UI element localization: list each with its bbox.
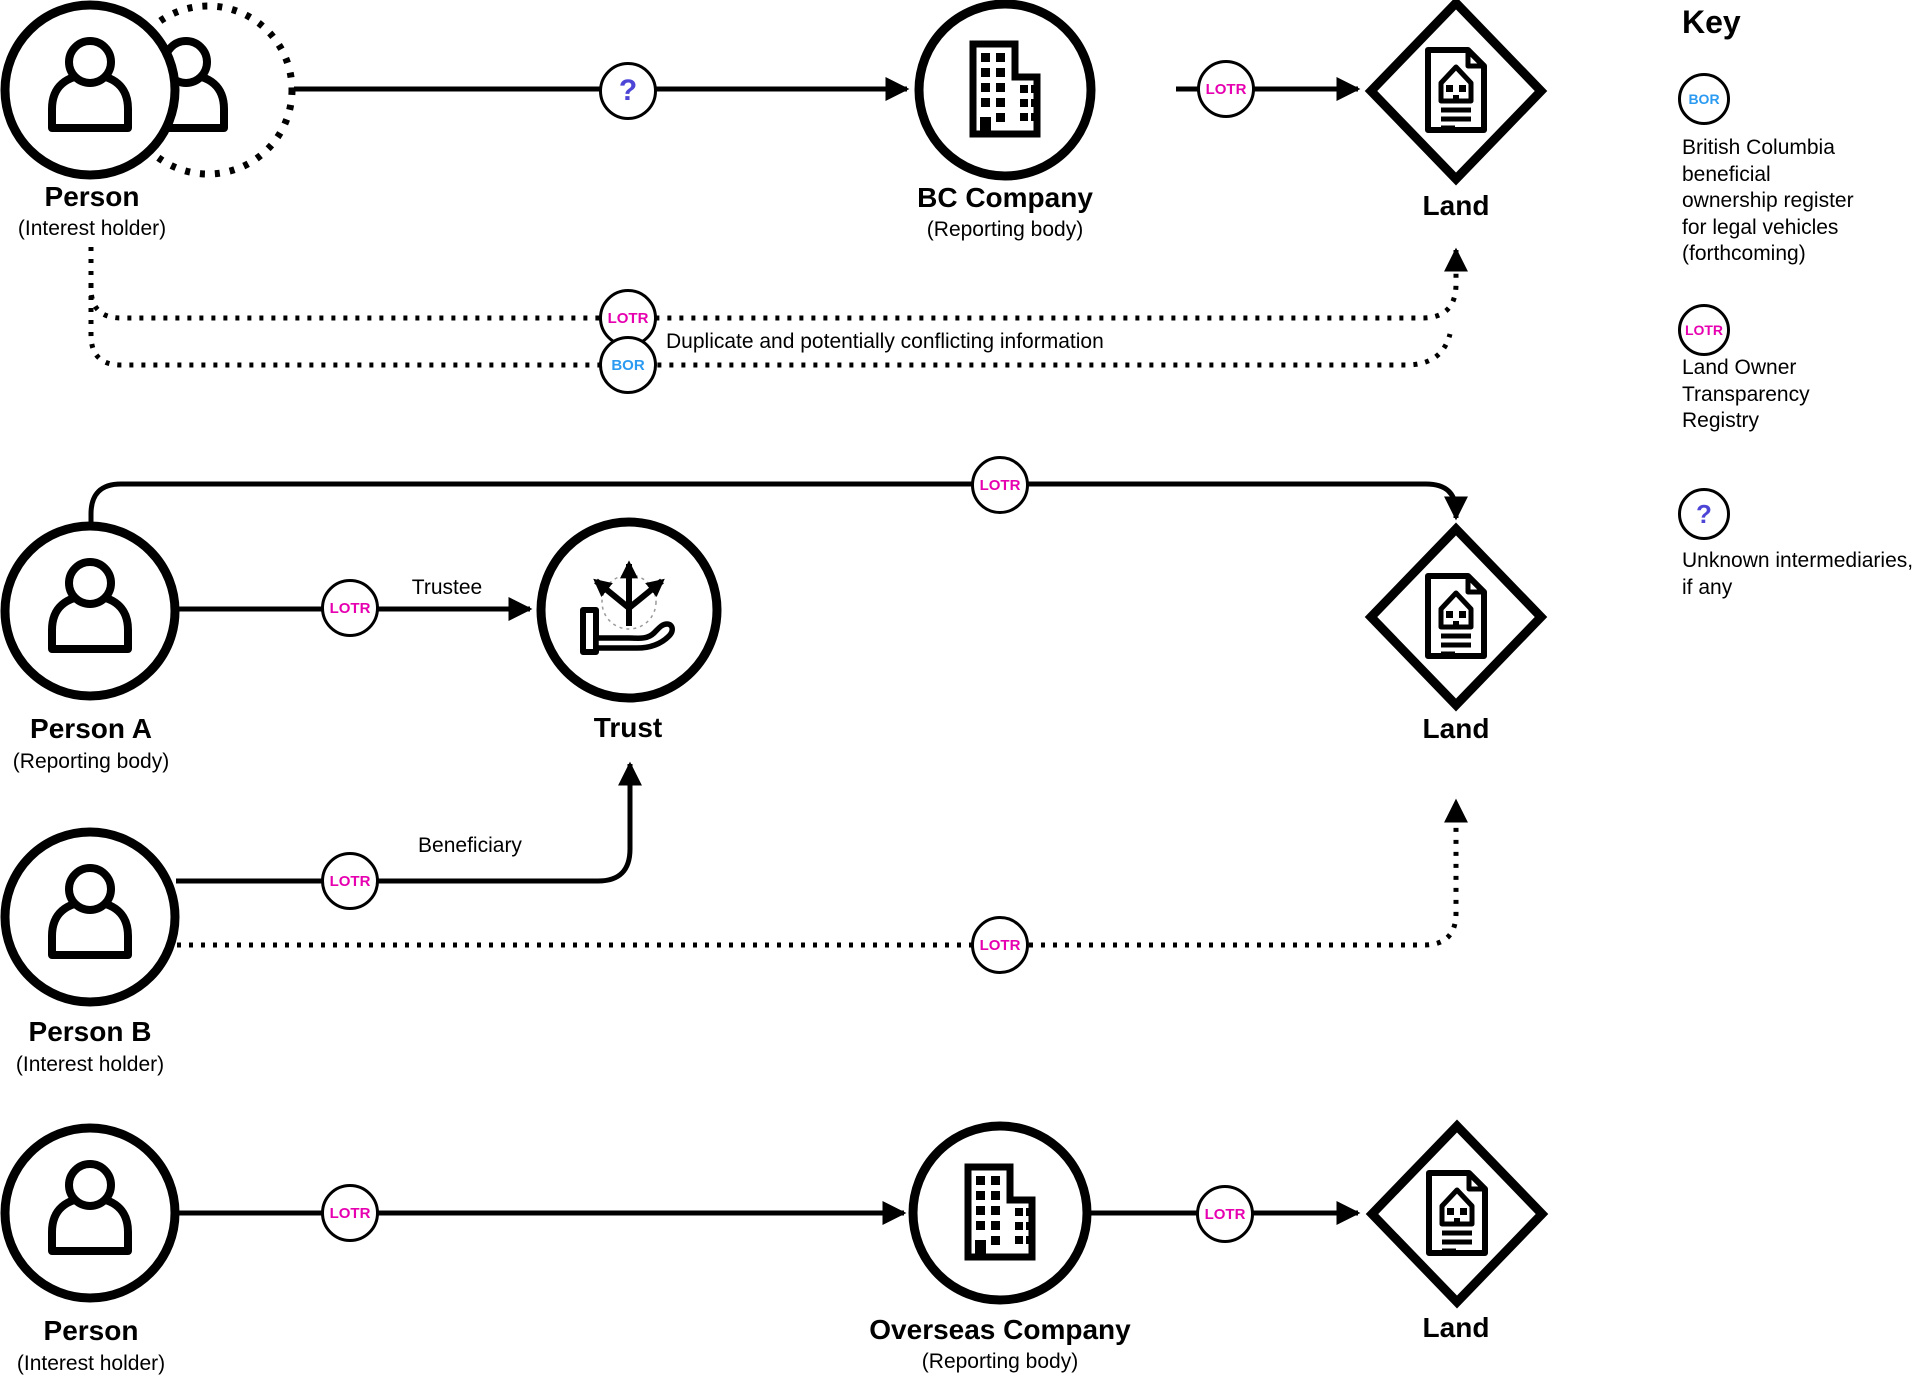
bc-company-name: BC Company bbox=[917, 182, 1093, 213]
lotr-badge-trustee: LOTR bbox=[321, 579, 379, 637]
bottom-row bbox=[0, 1119, 1549, 1309]
key-title: Key bbox=[1682, 4, 1741, 40]
unknown-key-description: Unknown intermediaries,if any bbox=[1682, 549, 1914, 599]
duplicate-info-routes bbox=[88, 247, 1468, 368]
duplicate-info-note: Duplicate and potentially conflicting in… bbox=[666, 330, 1104, 353]
unknown-key-badge: ? bbox=[1678, 488, 1730, 540]
middle-section bbox=[0, 481, 1548, 1007]
arrow-person-b-to-trust bbox=[176, 761, 642, 884]
person-b-role: (Interest holder) bbox=[15, 1053, 165, 1076]
person-b-name: Person B bbox=[28, 1016, 152, 1047]
bc-company-role: (Reporting body) bbox=[926, 218, 1084, 241]
lotr-badge-top: LOTR bbox=[1197, 60, 1255, 118]
additional-persons-dotted-circle bbox=[120, 2, 296, 178]
person-bottom-role: (Interest holder) bbox=[16, 1352, 166, 1375]
land-document-icon bbox=[1428, 50, 1484, 130]
land-bottom-document-icon bbox=[1429, 1173, 1485, 1253]
land-top-name: Land bbox=[1422, 190, 1490, 221]
person-bottom-name: Person bbox=[43, 1315, 139, 1346]
beneficiary-edge-label: Beneficiary bbox=[418, 834, 522, 857]
person-top-name: Person bbox=[44, 181, 140, 212]
lotr-badge-bottom-2: LOTR bbox=[1196, 1185, 1254, 1243]
overseas-company-name: Overseas Company bbox=[869, 1314, 1131, 1345]
lotr-badge-beneficiary: LOTR bbox=[321, 852, 379, 910]
top-row bbox=[0, 0, 1548, 186]
dotted-bor-route-person-to-land bbox=[88, 284, 1453, 368]
trustee-edge-label: Trustee bbox=[411, 576, 483, 599]
lotr-badge-duplicate: LOTR bbox=[599, 289, 657, 347]
unknown-intermediary-badge: ? bbox=[599, 62, 657, 120]
person-a-role: (Reporting body) bbox=[12, 750, 170, 773]
land-bottom-name: Land bbox=[1422, 1312, 1490, 1343]
bor-badge-duplicate: BOR bbox=[599, 336, 657, 394]
overseas-company-role: (Reporting body) bbox=[921, 1350, 1079, 1373]
land-middle-document-icon bbox=[1428, 576, 1484, 656]
trust-hand-icon bbox=[580, 560, 675, 655]
lotr-key-badge: LOTR bbox=[1678, 304, 1730, 356]
dotted-lotr-route-person-to-land bbox=[88, 247, 1468, 321]
person-top-role: (Interest holder) bbox=[17, 217, 167, 240]
arrow-person-a-to-land bbox=[88, 481, 1468, 525]
person-a-name: Person A bbox=[30, 713, 152, 744]
bor-key-badge: BOR bbox=[1678, 73, 1730, 125]
dotted-lotr-route-person-b-to-land bbox=[177, 798, 1468, 948]
land-middle-name: Land bbox=[1422, 713, 1490, 744]
trust-name: Trust bbox=[593, 712, 663, 743]
lotr-badge-person-b-land: LOTR bbox=[971, 916, 1029, 974]
lotr-badge-person-a-land: LOTR bbox=[971, 456, 1029, 514]
lotr-badge-bottom-1: LOTR bbox=[321, 1184, 379, 1242]
